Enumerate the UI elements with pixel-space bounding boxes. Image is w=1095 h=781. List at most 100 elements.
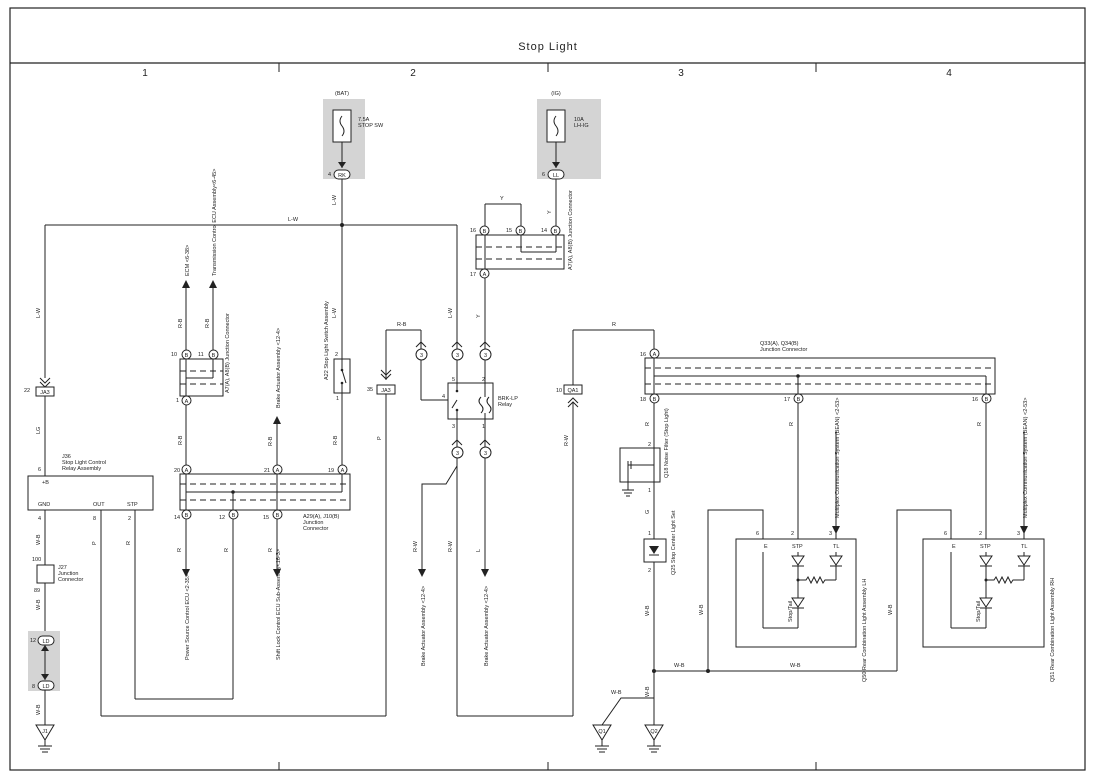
svg-text:2: 2 bbox=[128, 516, 131, 522]
svg-text:B: B bbox=[185, 353, 189, 359]
svg-text:R-B: R-B bbox=[205, 318, 211, 328]
arrow-down bbox=[182, 569, 190, 577]
svg-text:Stop/Tail: Stop/Tail bbox=[976, 601, 982, 622]
fuse-source-label: (BAT) bbox=[335, 91, 349, 97]
ja3-inline-center: R-B 35 JA3 P bbox=[367, 322, 421, 716]
brake-actuator-top-branch: R-B Brake Actuator Assembly <12-4> bbox=[268, 328, 282, 465]
svg-text:12: 12 bbox=[30, 638, 36, 644]
svg-text:A: A bbox=[341, 468, 345, 474]
svg-text:Y: Y bbox=[500, 196, 504, 202]
dest-mux-rh: Multiplex Communication System (BEAN) <2… bbox=[1023, 398, 1029, 518]
svg-text:G: G bbox=[645, 510, 651, 514]
q18-label: Q18 Noise Filter (Stop Light) bbox=[664, 408, 670, 478]
svg-text:A: A bbox=[276, 468, 280, 474]
svg-text:2: 2 bbox=[648, 568, 651, 574]
dest-ecm: ECM <6-38> bbox=[185, 245, 191, 276]
svg-text:16: 16 bbox=[972, 397, 978, 403]
svg-text:3: 3 bbox=[484, 353, 487, 359]
inline-connector-mark bbox=[380, 369, 392, 380]
svg-text:L-W: L-W bbox=[36, 307, 42, 318]
svg-text:B: B bbox=[554, 229, 558, 235]
relay-coil bbox=[478, 396, 492, 414]
svg-text:B: B bbox=[797, 397, 801, 403]
column-label-3: 3 bbox=[678, 68, 684, 79]
fuse-rating: 7.5A bbox=[358, 117, 370, 123]
connector-ld-bottom bbox=[37, 680, 55, 691]
svg-text:J1: J1 bbox=[42, 729, 48, 735]
dest-shift-lock-ecu: Shift Lock Control ECU Sub-Assembly<16-3… bbox=[276, 549, 282, 660]
svg-text:W-B: W-B bbox=[699, 604, 705, 615]
fuse-lh-ig: (IG) 10A LH-IG 6 LL bbox=[537, 91, 601, 180]
svg-text:3: 3 bbox=[484, 451, 487, 457]
ecm-tcecu-branch: R-B ECM <6-38> R-B Transmission Control … bbox=[171, 169, 231, 465]
svg-text:R-W: R-W bbox=[448, 540, 454, 552]
splice-dot bbox=[340, 223, 344, 227]
connector-rk-label: RK bbox=[338, 173, 346, 179]
svg-text:R: R bbox=[977, 422, 983, 426]
svg-text:W-B: W-B bbox=[36, 599, 42, 610]
ja3-inline-left: 22 JA3 LG bbox=[24, 377, 55, 476]
svg-text:2: 2 bbox=[979, 531, 982, 537]
svg-text:R-W: R-W bbox=[564, 434, 570, 446]
ground-q1-symbol bbox=[592, 724, 612, 741]
svg-text:TL: TL bbox=[1021, 544, 1027, 550]
svg-text:GND: GND bbox=[38, 502, 50, 508]
svg-text:15: 15 bbox=[263, 515, 269, 521]
column-ticks bbox=[278, 63, 817, 770]
svg-text:+B: +B bbox=[42, 480, 49, 486]
svg-text:10: 10 bbox=[171, 352, 177, 358]
fuse-rating: 10A bbox=[574, 117, 584, 123]
svg-text:2: 2 bbox=[335, 352, 338, 358]
svg-text:P: P bbox=[377, 436, 383, 440]
fuse-element bbox=[553, 115, 559, 137]
j36-relay-box bbox=[27, 475, 154, 511]
fuse-pin-number: 4 bbox=[328, 172, 331, 178]
svg-text:16: 16 bbox=[640, 352, 646, 358]
svg-text:R-B: R-B bbox=[397, 322, 407, 328]
svg-text:R: R bbox=[645, 422, 651, 426]
svg-text:A: A bbox=[185, 399, 189, 405]
svg-text:R: R bbox=[268, 548, 274, 552]
q25-stop-center-light: 1 2 Q25 Stop Center Light Set W-B W-B bbox=[643, 510, 677, 725]
svg-text:Y: Y bbox=[476, 314, 482, 318]
svg-text:R-W: R-W bbox=[413, 540, 419, 552]
q50-resistor bbox=[798, 575, 836, 585]
svg-text:3: 3 bbox=[456, 451, 459, 457]
svg-text:Q2: Q2 bbox=[650, 729, 657, 735]
arrow-down bbox=[481, 569, 489, 577]
dest-tcecu: Transmission Control ECU Assembly<6-45> bbox=[212, 169, 218, 276]
svg-text:11: 11 bbox=[198, 352, 204, 358]
svg-text:1: 1 bbox=[648, 488, 651, 494]
svg-text:8: 8 bbox=[93, 516, 96, 522]
svg-text:R-B: R-B bbox=[178, 318, 184, 328]
svg-text:W-B: W-B bbox=[36, 534, 42, 545]
svg-text:17: 17 bbox=[784, 397, 790, 403]
svg-text:L: L bbox=[476, 549, 482, 552]
wb-ground-bus: W-B W-B W-B W-B W-B bbox=[601, 509, 952, 726]
ld-connector: 12 LD 8 LD W-B bbox=[28, 631, 60, 725]
q18-noise-filter: R 2 1 Q18 Noise Filter (Stop Light) G bbox=[619, 403, 670, 539]
svg-text:Relay Assembly: Relay Assembly bbox=[62, 466, 101, 472]
column-label-1: 1 bbox=[142, 68, 148, 79]
ground-j1-symbol bbox=[35, 724, 55, 741]
fuse-pin-number: 6 bbox=[542, 172, 545, 178]
a29-j10-junction-connector: 20 A 21 A 19 A 14 B 12 B 15 B A29(A), J1… bbox=[174, 464, 351, 532]
arrow-down bbox=[418, 569, 426, 577]
svg-text:Junction: Junction bbox=[58, 571, 79, 577]
svg-text:15: 15 bbox=[506, 228, 512, 234]
ground-q2-symbol bbox=[644, 724, 664, 741]
svg-text:R: R bbox=[789, 422, 795, 426]
ground-j1: J1 bbox=[35, 724, 55, 753]
a22-stop-light-switch: 2 A22 Stop Light Switch Assembly 1 R-B bbox=[324, 301, 351, 465]
svg-text:3: 3 bbox=[456, 353, 459, 359]
dest-mux-lh: Multiplex Communication System (BEAN) <2… bbox=[835, 398, 841, 518]
svg-text:Connector: Connector bbox=[58, 577, 84, 583]
svg-text:W-B: W-B bbox=[36, 704, 42, 715]
svg-text:2: 2 bbox=[648, 442, 651, 448]
column-label-4: 4 bbox=[946, 68, 952, 79]
svg-text:12: 12 bbox=[219, 515, 225, 521]
svg-text:A: A bbox=[483, 272, 487, 278]
fuse-name: STOP SW bbox=[358, 123, 384, 129]
svg-text:1: 1 bbox=[482, 424, 485, 430]
svg-text:3: 3 bbox=[452, 424, 455, 430]
